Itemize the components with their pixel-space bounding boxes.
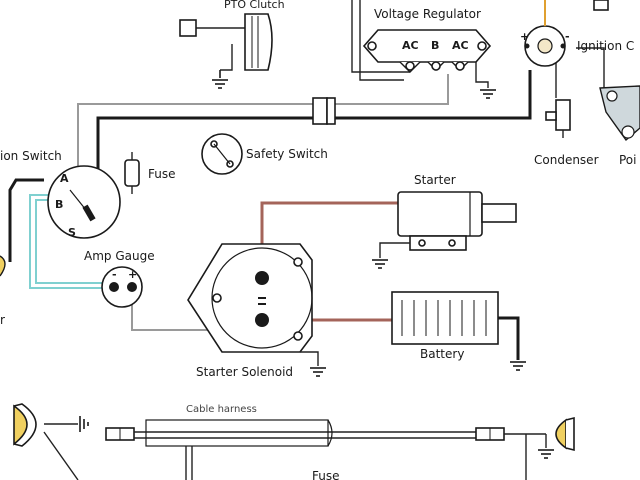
- switch-terminal-s: S: [68, 226, 76, 239]
- right-headlight-icon: [538, 416, 575, 459]
- pto-clutch: [179, 13, 273, 71]
- regulator-leads: [351, 0, 410, 81]
- coil-condenser-wire: [555, 47, 605, 98]
- harness-branch-wires: [185, 446, 193, 480]
- points-label: Poi: [619, 153, 636, 167]
- pto-ground-icon: [212, 70, 228, 89]
- safety-switch-label: Safety Switch: [246, 147, 328, 161]
- main-power-wire: [96, 70, 532, 180]
- starter-solenoid-label: Starter Solenoid: [196, 365, 293, 379]
- left-lamp-icon: [0, 255, 6, 277]
- ignition-coil-plus: +: [520, 30, 529, 43]
- battery-label: Battery: [420, 347, 464, 361]
- vr-terminal-b: B: [431, 39, 439, 52]
- cable-harness: [145, 419, 333, 447]
- switch-terminal-b: B: [55, 198, 63, 211]
- vr-terminal-ac-left: AC: [402, 39, 419, 52]
- amp-gauge: [101, 266, 143, 308]
- amp-gauge-minus: -: [112, 268, 117, 281]
- right-headlight-wire: [504, 433, 546, 480]
- switch-terminal-a: A: [60, 172, 69, 185]
- condenser: [545, 99, 571, 138]
- battery-ground-wire: [498, 316, 520, 360]
- ignition-coil: [524, 0, 566, 67]
- voltage-regulator: [362, 29, 492, 73]
- starter-label: Starter: [414, 173, 456, 187]
- ignition-coil-minus: -: [565, 30, 570, 43]
- right-harness-connector: [475, 427, 505, 441]
- pto-clutch-label: PTO Clutch: [224, 0, 285, 11]
- starter-solenoid: [187, 243, 313, 353]
- safety-switch: [201, 133, 243, 175]
- amp-gauge-label: Amp Gauge: [84, 249, 155, 263]
- fuse-top-label: Fuse: [148, 167, 176, 181]
- battery: [391, 291, 499, 345]
- left-edge-fragment: r: [0, 313, 5, 327]
- battery-ground-icon: [510, 361, 526, 371]
- ignition-switch: [47, 165, 121, 239]
- solenoid-ground-icon: [300, 351, 326, 377]
- starter: [397, 191, 517, 251]
- left-headlight-icon: [13, 403, 89, 480]
- condenser-label: Condenser: [534, 153, 599, 167]
- fuse-bottom-label: Fuse: [312, 469, 340, 480]
- harness-connector: [312, 97, 336, 125]
- cyan-switch-wire: [29, 194, 112, 289]
- vr-terminal-ac-right: AC: [452, 39, 469, 52]
- ignition-switch-label: ion Switch: [0, 149, 62, 163]
- amp-gauge-plus: +: [128, 268, 137, 281]
- voltage-regulator-label: Voltage Regulator: [374, 7, 481, 21]
- points: [599, 85, 640, 142]
- corner-marker-icon: [593, 0, 609, 11]
- starter-ground-icon: [372, 242, 410, 269]
- cable-harness-label: Cable harness: [186, 404, 257, 415]
- left-lamp-wire: [8, 178, 44, 262]
- ignition-coil-label: Ignition C: [577, 39, 634, 53]
- fuse-top-icon: [124, 152, 140, 194]
- left-harness-connector: [105, 427, 135, 441]
- regulator-ground-icon: [475, 62, 496, 99]
